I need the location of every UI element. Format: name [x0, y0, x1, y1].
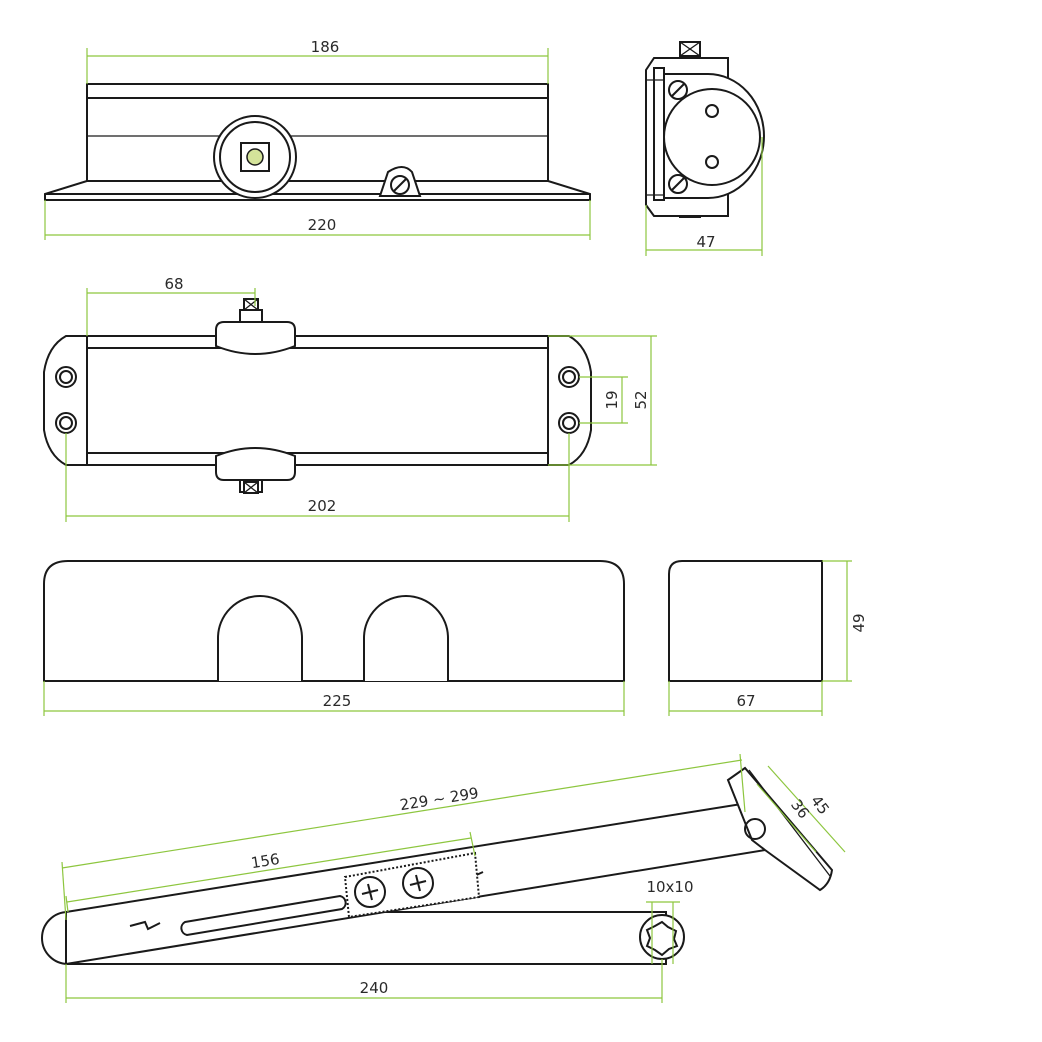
dimension-label-156: 156 — [250, 850, 281, 872]
front-view: 186 220 — [44, 38, 591, 240]
spindle-front — [213, 115, 297, 199]
spindle-bottom — [215, 447, 296, 494]
valve-screw — [378, 166, 422, 197]
dimension-axle-offset: 68 — [86, 275, 256, 336]
cover-end — [668, 560, 823, 682]
dimension-label-47: 47 — [696, 233, 715, 251]
top-view: 68 19 52 202 — [43, 275, 657, 522]
dimension-label-225: 225 — [323, 692, 352, 710]
dimension-label-186: 186 — [311, 38, 340, 56]
dimension-label-220: 220 — [308, 216, 337, 234]
dimension-cover-length: 225 — [43, 681, 625, 716]
dimension-body-height: 52 — [548, 335, 657, 466]
dimension-label-202: 202 — [308, 497, 337, 515]
spindle-top — [215, 298, 296, 355]
dimension-base-length: 220 — [44, 200, 591, 240]
cover-front — [43, 560, 625, 682]
dimension-spindle-size: 10x10 — [646, 878, 694, 964]
dimension-label-36: 36 — [787, 796, 813, 822]
dimension-arm-slot: 156 — [65, 831, 476, 913]
dimension-arm-length: 240 — [65, 959, 663, 1003]
dimension-cover-height: 49 — [822, 560, 868, 682]
adjustment-screw-left-icon — [354, 876, 386, 908]
elbow-bracket — [726, 766, 834, 892]
closer-body-front — [44, 83, 591, 201]
dimension-end-width: 47 — [645, 137, 763, 256]
dimension-label-240: 240 — [360, 979, 389, 997]
spindle-star-icon — [645, 920, 679, 957]
dimension-hole-horizontal: 202 — [65, 433, 570, 522]
dimension-label-10x10: 10x10 — [646, 878, 693, 896]
dimension-cover-end-width: 67 — [668, 681, 823, 716]
closer-body-top — [86, 335, 549, 466]
dimension-label-19: 19 — [603, 390, 621, 409]
arm-slot — [180, 894, 347, 937]
dimension-label-67: 67 — [736, 692, 755, 710]
cover-views: 225 67 49 — [43, 560, 868, 716]
end-view: 47 — [645, 41, 765, 256]
arm-assembly: 229 ~ 299 156 36 45 10x10 240 — [41, 753, 846, 1003]
dimension-label-68: 68 — [164, 275, 183, 293]
dimension-hole-vertical: 19 — [579, 376, 628, 424]
dimension-label-49: 49 — [850, 613, 868, 632]
adjustment-screw-right-icon — [402, 867, 434, 899]
dimension-body-length: 186 — [86, 38, 549, 84]
dimension-label-52: 52 — [632, 390, 650, 409]
dimension-label-229-299: 229 ~ 299 — [399, 784, 480, 814]
